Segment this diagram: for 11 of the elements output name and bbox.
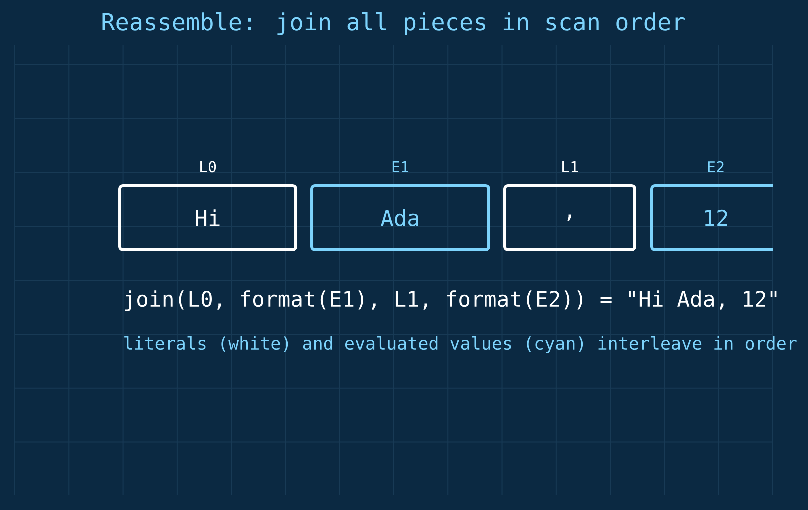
value-box: Ada [310, 184, 490, 252]
note: literals (white) and evaluated values (cyan) interleave in order [124, 336, 797, 354]
title: Reassemble: join all pieces in scan order [102, 12, 685, 36]
formula: join(L0, format(E1), L1, format(E2)) = "Hi Ada, 12" [125, 290, 777, 312]
literal-box: , [504, 184, 636, 252]
literal-box: Hi [118, 184, 298, 252]
value-box: 12 [650, 184, 773, 252]
piece-label: L1 [562, 162, 578, 172]
piece-label: L0 [200, 161, 216, 173]
piece-label: E2 [708, 161, 724, 173]
piece-label: E1 [392, 162, 409, 172]
